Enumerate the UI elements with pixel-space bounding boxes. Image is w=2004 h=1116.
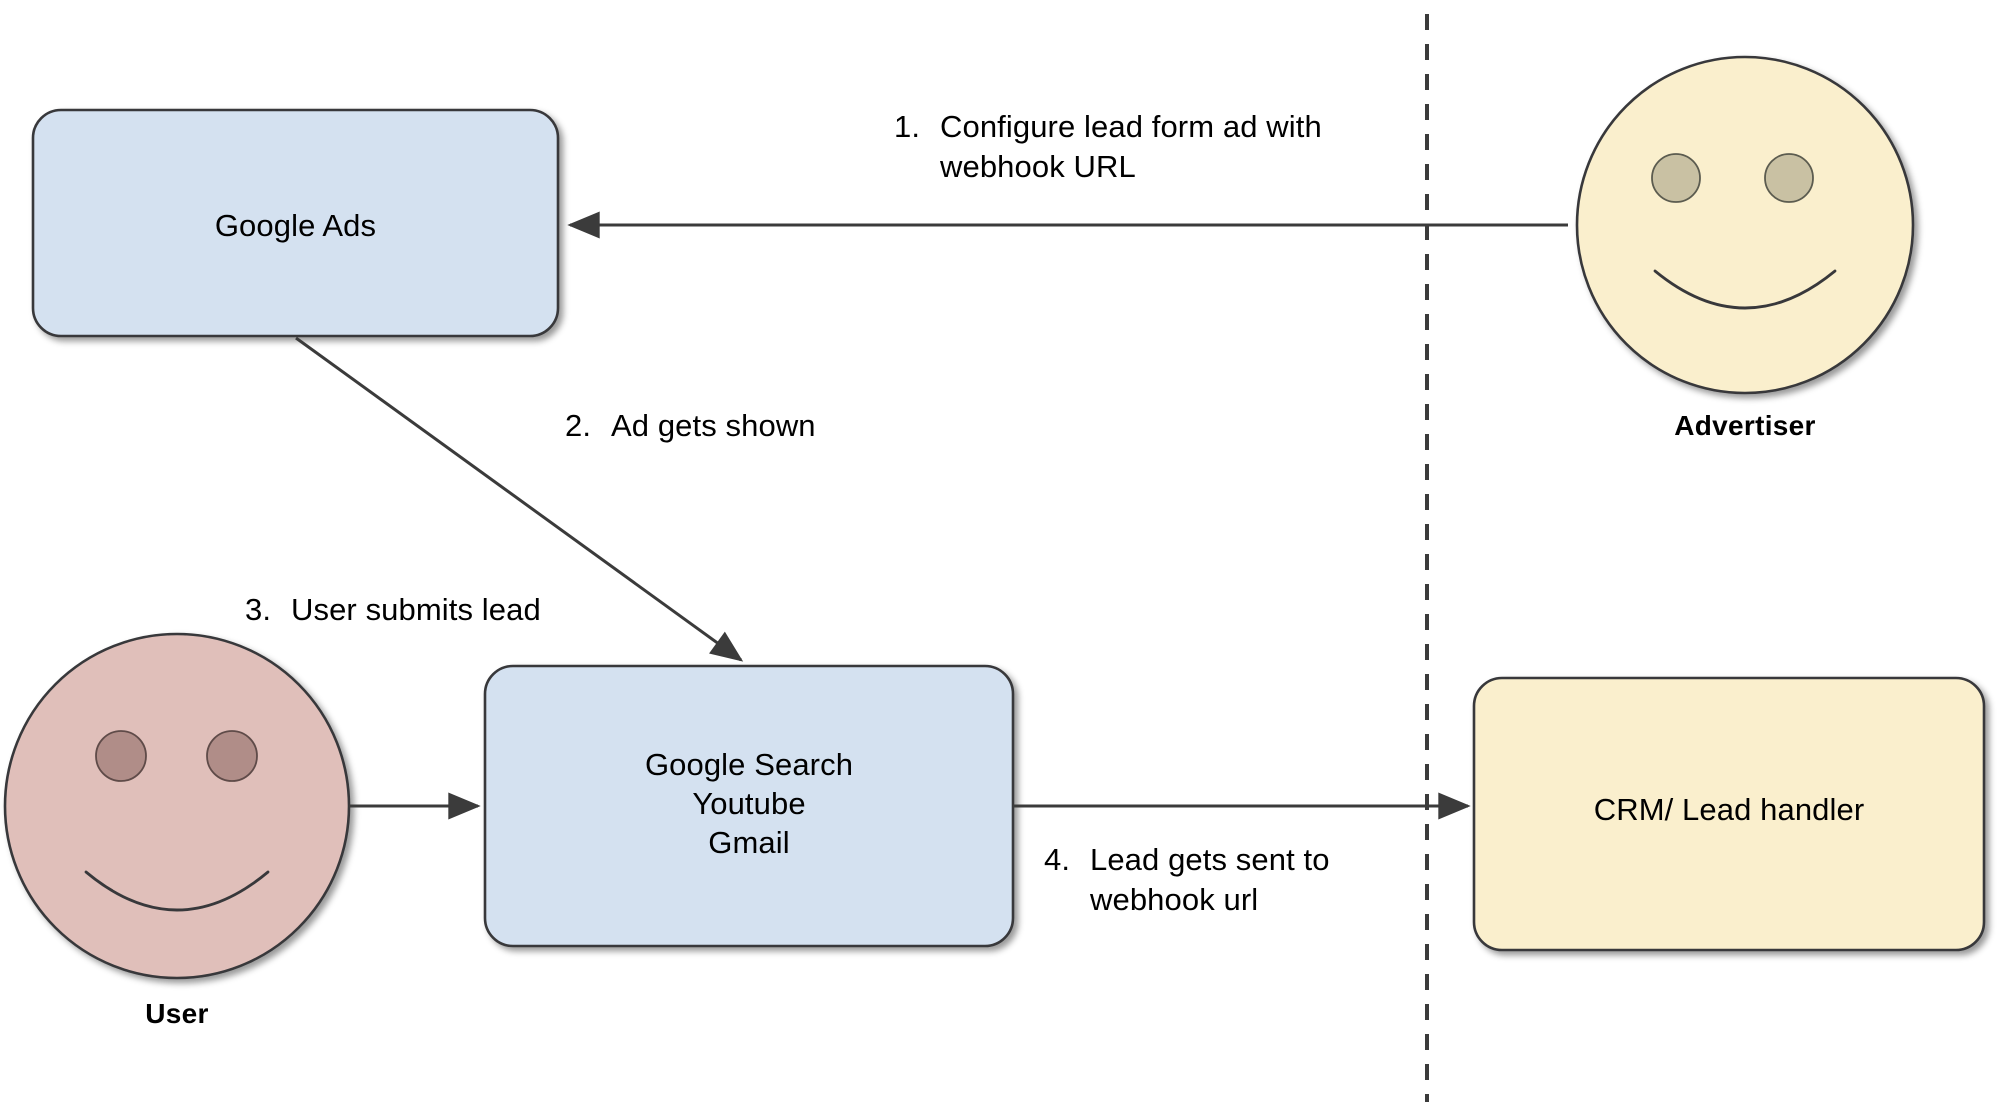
edge-label-step-1-line-1: Configure lead form ad with [940, 109, 1322, 144]
edge-label-step-1-line-2: webhook URL [940, 149, 1136, 185]
actor-advertiser[interactable] [1575, 55, 1915, 395]
crm-box[interactable] [1472, 676, 1986, 952]
edge-label-step-4-text: Lead gets sent to webhook url [1090, 840, 1330, 921]
user-caption: User [145, 998, 209, 1029]
edge-label-step-3-text: User submits lead [291, 592, 541, 627]
edge-label-step-2-number: 2. [565, 408, 592, 443]
user-right-eye-icon [206, 730, 258, 782]
advertiser-left-eye-icon [1651, 153, 1701, 203]
edge-label-step-2: 2. Ad gets shown [565, 406, 816, 446]
edge-label-step-2-text: Ad gets shown [611, 408, 816, 443]
edge-label-step-4-line-1: Lead gets sent to [1090, 842, 1330, 877]
edge-label-step-1-number: 1. [894, 109, 921, 144]
advertiser-caption: Advertiser [1674, 410, 1816, 441]
edge-label-step-3-number: 3. [245, 592, 272, 627]
google-ads-box[interactable] [31, 108, 560, 338]
edge-label-step-1: 1. Configure lead form ad with webhook URL [894, 107, 1322, 188]
advertiser-smile-icon [1653, 269, 1837, 310]
advertiser-face-circle[interactable] [1575, 55, 1915, 395]
user-smile-icon [84, 870, 270, 912]
advertiser-right-eye-icon [1764, 153, 1814, 203]
edge-label-step-4: 4. Lead gets sent to webhook url [1044, 840, 1330, 921]
edge-label-step-1-text: Configure lead form ad with webhook URL [940, 107, 1322, 188]
user-left-eye-icon [95, 730, 147, 782]
edge-google-ads-to-surfaces [295, 336, 744, 662]
node-crm[interactable] [1472, 676, 1986, 952]
actor-user[interactable] [3, 632, 351, 980]
node-google-ads[interactable] [31, 108, 560, 338]
edge-label-step-4-line-2: webhook url [1090, 882, 1259, 918]
edge-label-step-4-number: 4. [1044, 842, 1071, 877]
edge-label-step-3: 3. User submits lead [245, 590, 541, 630]
